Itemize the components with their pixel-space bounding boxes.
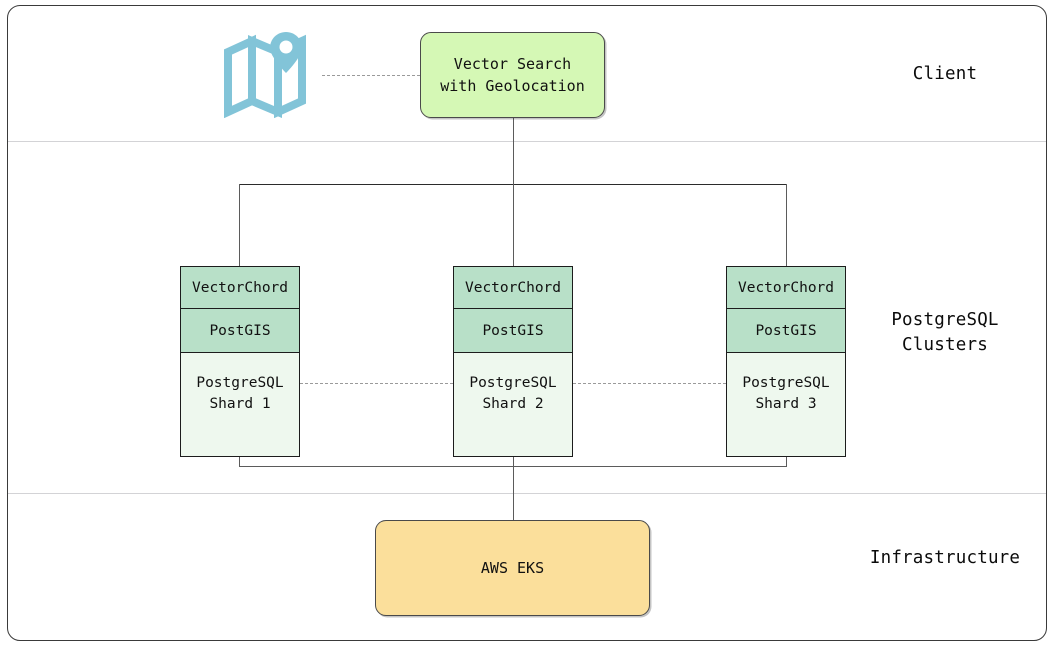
node-postgresql-shard-3[interactable]: VectorChord PostGIS PostgreSQL Shard 3 <box>726 266 846 457</box>
lane-label-postgresql-clusters: PostgreSQL Clusters <box>891 310 999 355</box>
connector-bus-to-shard-3 <box>786 184 787 266</box>
connector-client-to-bus <box>513 118 514 185</box>
connector-shard-1-to-shard-2 <box>300 383 453 384</box>
connector-shard-2-to-shard-3 <box>573 383 726 384</box>
shard-2-postgis-extension: PostGIS <box>454 309 572 353</box>
connector-shard-3-to-bus <box>786 457 787 466</box>
lane-divider-clusters-infrastructure <box>8 493 1046 494</box>
map-location-pin-icon <box>222 28 322 119</box>
shard-1-body-label: PostgreSQL Shard 1 <box>181 353 299 456</box>
diagram-frame <box>7 5 1047 641</box>
lane-label-client: Client <box>912 64 978 84</box>
shard-3-postgis-extension: PostGIS <box>727 309 845 353</box>
node-vector-search-with-geolocation[interactable]: Vector Search with Geolocation <box>420 32 605 118</box>
shard-1-postgis-extension: PostGIS <box>181 309 299 353</box>
connector-shard-1-to-bus <box>239 457 240 466</box>
connector-icon-to-client-node <box>322 75 420 76</box>
connector-bus-to-shard-2 <box>513 184 514 266</box>
shard-3-vectorchord-header: VectorChord <box>727 267 845 309</box>
connector-bus-to-infrastructure <box>513 457 514 520</box>
shard-3-body-label: PostgreSQL Shard 3 <box>727 353 845 456</box>
node-vector-search-label: Vector Search with Geolocation <box>440 55 585 95</box>
shard-2-body-label: PostgreSQL Shard 2 <box>454 353 572 456</box>
node-aws-eks-label: AWS EKS <box>480 559 545 577</box>
node-postgresql-shard-2[interactable]: VectorChord PostGIS PostgreSQL Shard 2 <box>453 266 573 457</box>
connector-bus-to-shard-1 <box>239 184 240 266</box>
shard-2-vectorchord-header: VectorChord <box>454 267 572 309</box>
lane-label-infrastructure: Infrastructure <box>869 548 1021 568</box>
node-aws-eks[interactable]: AWS EKS <box>375 520 650 616</box>
node-postgresql-shard-1[interactable]: VectorChord PostGIS PostgreSQL Shard 1 <box>180 266 300 457</box>
shard-1-vectorchord-header: VectorChord <box>181 267 299 309</box>
lane-divider-client-clusters <box>8 141 1046 142</box>
